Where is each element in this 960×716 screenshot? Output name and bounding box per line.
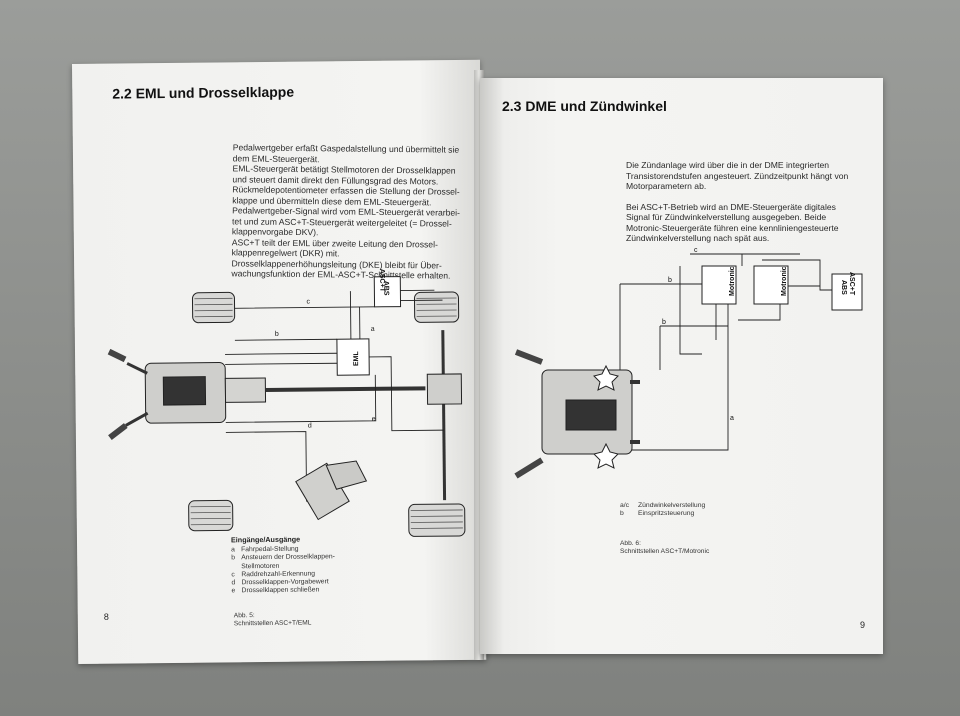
motronic-interface-diagram: Motronic Motronic ABS ASC+T c b b a <box>514 247 863 479</box>
book-spine <box>474 70 484 660</box>
line-label-d: d <box>308 423 312 430</box>
left-page: 2.2 EML und Drosselklappe Pedalwertgeber… <box>72 59 487 664</box>
figure-caption-right: Abb. 6: Schnittstellen ASC+T/Motronic <box>620 540 710 555</box>
accelerator-pedal <box>295 460 368 521</box>
wheel-rear-right <box>408 503 466 537</box>
asc-label: ASC+T <box>378 269 385 293</box>
paragraph-line: Die Zündanlage wird über die in der DME … <box>626 160 830 170</box>
paragraph-line: Bei ASC+T-Betrieb wird an DME-Steuergerä… <box>626 201 836 212</box>
asc-label: ASC+T <box>848 272 855 296</box>
paragraph-line: Motorparametern ab. <box>626 181 707 191</box>
motronic-unit-1 <box>701 265 737 305</box>
paragraph-line: Motronic-Steuergeräte führen eine kennli… <box>626 222 839 233</box>
rear-axle <box>441 330 447 501</box>
line-label-a: a <box>730 415 734 422</box>
abs-asc-unit <box>373 276 402 308</box>
motronic-label-2: Motronic <box>781 266 788 296</box>
line-label-e: e <box>372 416 376 423</box>
eml-label: EML <box>353 350 360 366</box>
abs-label: ABS <box>840 280 847 295</box>
motronic-label-1: Motronic <box>729 266 736 296</box>
abs-asc-unit <box>831 273 863 311</box>
left-page-paragraph: Pedalwertgeber erfaßt Gaspedalstellung u… <box>231 142 482 281</box>
driveshaft <box>265 386 426 392</box>
line-label-b: b <box>662 319 666 326</box>
motronic-unit-2 <box>753 265 789 305</box>
right-page-heading: 2.3 DME und Zündwinkel <box>502 98 667 114</box>
gearbox <box>224 377 267 403</box>
line-label-c: c <box>306 299 310 306</box>
ignition-star-icon <box>593 442 619 469</box>
wheel-rear-left <box>188 499 234 532</box>
figure-caption-left: Abb. 5: Schnittstellen ASC+T/EML <box>233 612 312 628</box>
wheel-front-right <box>413 291 460 323</box>
line-label-b: b <box>275 331 279 338</box>
left-page-heading: 2.2 EML und Drosselklappe <box>112 83 295 102</box>
right-page: 2.3 DME und Zündwinkel Die Zündanlage wi… <box>480 78 883 654</box>
paragraph-line: Transistorendstufen angesteuert. Zündzei… <box>626 170 849 181</box>
paragraph-line: Signal für Zündwinkelverstellung ausgege… <box>626 212 827 222</box>
right-page-paragraphs: Die Zündanlage wird über die in der DME … <box>626 160 876 244</box>
ignition-star-icon <box>593 364 619 391</box>
engine-block <box>514 349 640 479</box>
page-number-left: 8 <box>103 611 109 622</box>
page-number-right: 9 <box>860 620 866 630</box>
engine-block <box>107 348 227 441</box>
abs-label: ABS <box>382 281 389 296</box>
differential <box>426 373 463 405</box>
paragraph-line: Zündwinkelverstellung nach spät aus. <box>626 233 770 243</box>
line-label-b: b <box>668 277 672 284</box>
wheel-front-left <box>191 291 236 324</box>
line-label-a: a <box>371 326 375 333</box>
eml-interface-diagram: ABS ASC+T EML b c a d e <box>107 269 466 537</box>
legend-title: Eingänge/Ausgänge <box>230 534 301 545</box>
line-label-c: c <box>694 247 698 254</box>
